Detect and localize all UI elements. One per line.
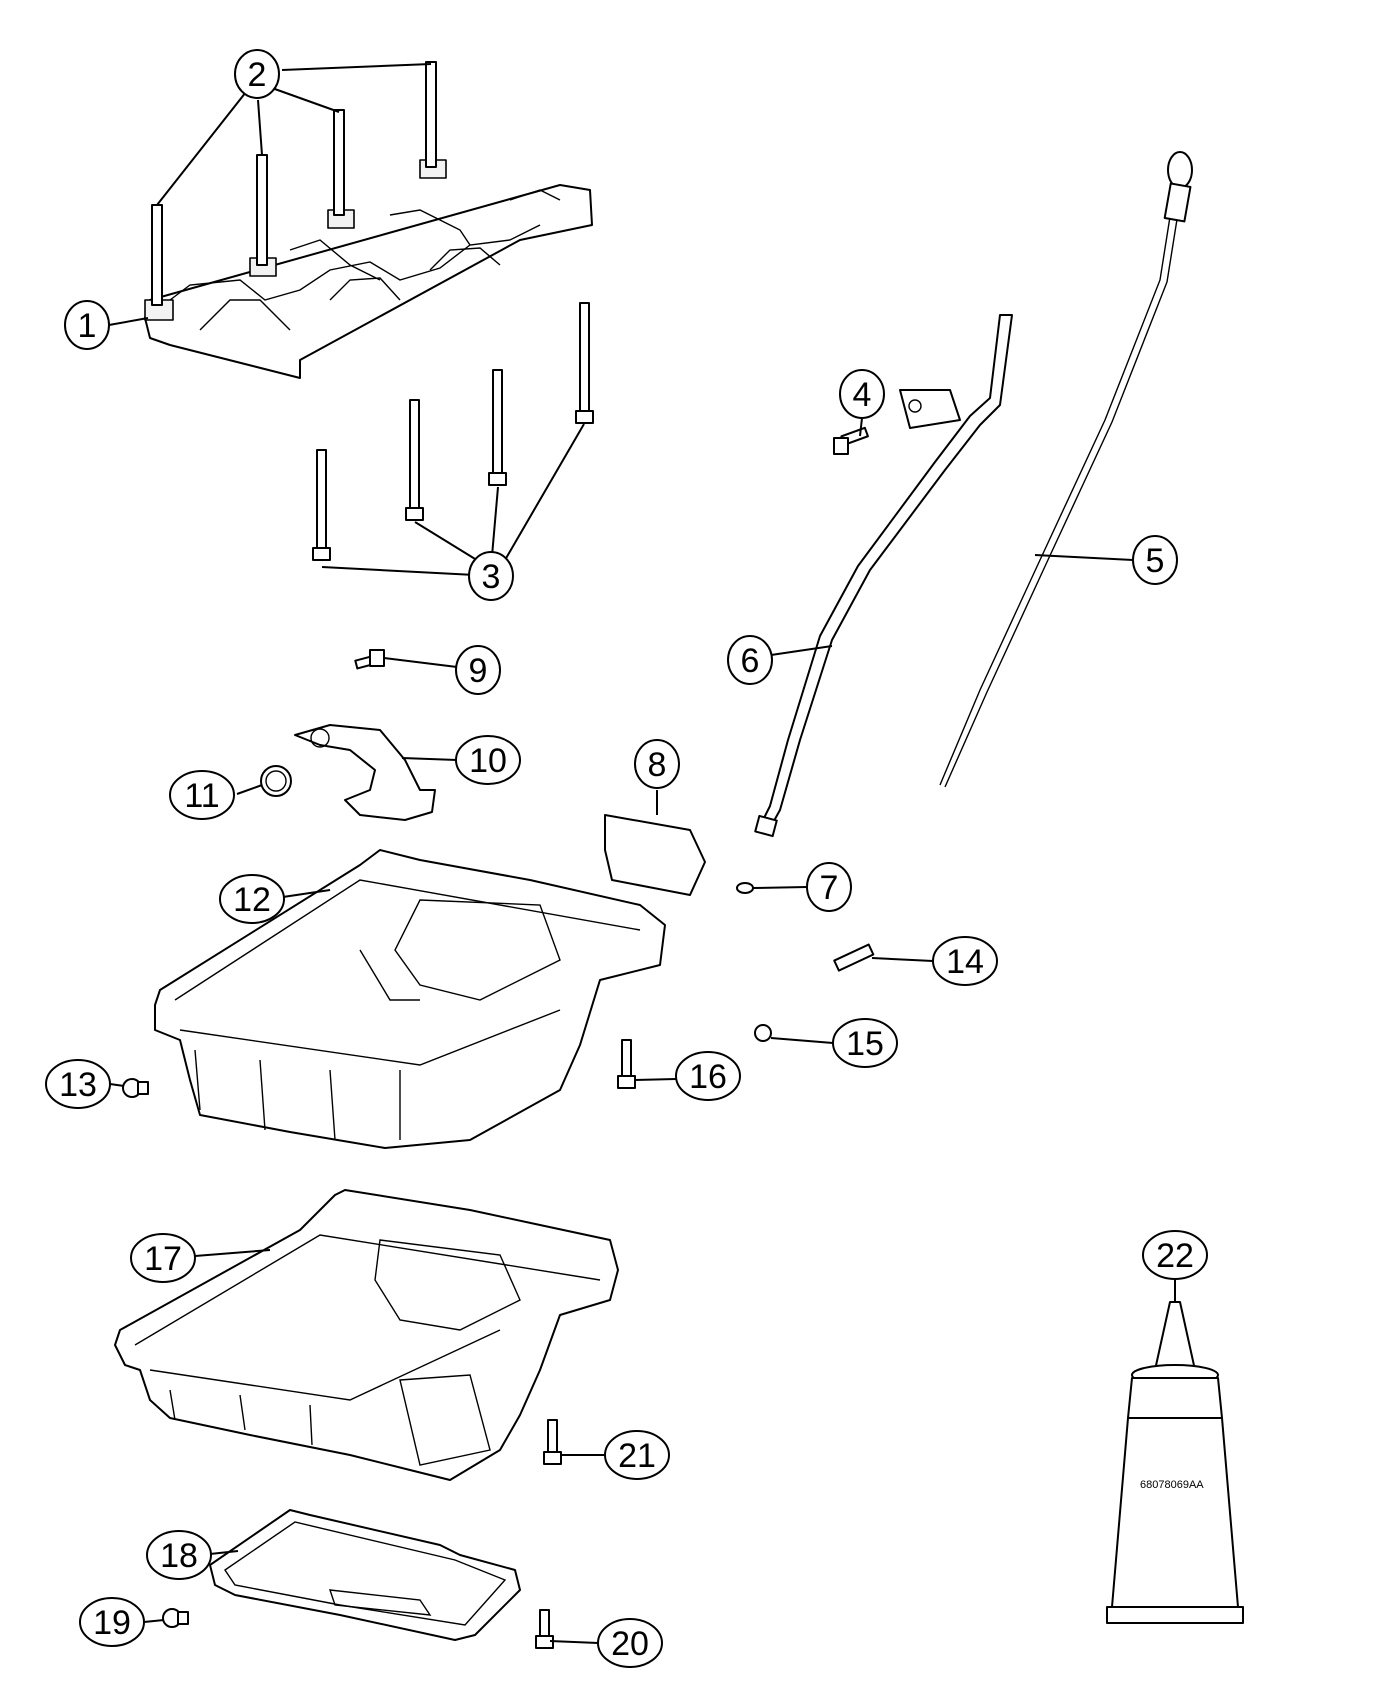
svg-text:7: 7	[820, 869, 839, 907]
svg-text:18: 18	[160, 1537, 198, 1575]
stud-16	[617, 1039, 636, 1089]
svg-text:6: 6	[741, 642, 760, 680]
svg-text:3: 3	[482, 558, 501, 596]
callout-7: 7	[806, 862, 852, 912]
svg-text:21: 21	[618, 1437, 656, 1475]
svg-text:1: 1	[78, 307, 97, 345]
callout-8: 8	[634, 739, 680, 789]
callout-5: 5	[1132, 535, 1178, 585]
cover-plate-8	[604, 814, 706, 896]
callout-6: 6	[727, 635, 773, 685]
stud-2c	[333, 109, 345, 216]
leader-lines	[108, 63, 1176, 1644]
callout-4: 4	[839, 369, 885, 419]
drain-plug-13	[122, 1078, 149, 1098]
callout-18: 18	[146, 1530, 212, 1580]
stud-2b	[256, 154, 268, 266]
svg-text:19: 19	[93, 1604, 131, 1642]
bolt-21	[543, 1419, 562, 1465]
svg-text:15: 15	[846, 1025, 884, 1063]
dipstick-5	[939, 151, 1193, 788]
nut-15	[754, 1024, 772, 1042]
bedplate-part	[144, 61, 593, 379]
callout-12: 12	[219, 874, 285, 924]
o-ring-7	[736, 882, 754, 894]
callout-17: 17	[130, 1233, 196, 1283]
callout-21: 21	[604, 1430, 670, 1480]
callout-1: 1	[64, 300, 110, 350]
oil-pan-assembly-17	[114, 1189, 619, 1481]
svg-text:11: 11	[184, 777, 219, 815]
bolt-9	[354, 649, 385, 670]
svg-text:17: 17	[144, 1240, 182, 1278]
svg-text:2: 2	[248, 56, 267, 94]
svg-text:16: 16	[689, 1058, 727, 1096]
drain-plug-19	[162, 1608, 189, 1628]
callout-15: 15	[832, 1018, 898, 1068]
svg-text:8: 8	[648, 746, 667, 784]
bolts-3	[312, 302, 594, 561]
stud-2a	[151, 204, 163, 306]
svg-text:20: 20	[611, 1625, 649, 1663]
stud-2d	[425, 61, 437, 168]
tube-part-number: 68078069AA	[1140, 1479, 1204, 1491]
callout-13: 13	[45, 1059, 111, 1109]
svg-text:12: 12	[233, 881, 271, 919]
callout-14: 14	[932, 936, 998, 986]
upper-oil-pan-12	[154, 849, 666, 1149]
svg-text:22: 22	[1156, 1237, 1194, 1275]
callout-10: 10	[455, 735, 521, 785]
callout-20: 20	[597, 1618, 663, 1668]
dipstick-tube-6	[754, 314, 1013, 838]
svg-text:13: 13	[59, 1066, 97, 1104]
callout-3: 3	[468, 551, 514, 601]
svg-text:9: 9	[469, 652, 488, 690]
callout-9: 9	[455, 645, 501, 695]
svg-text:14: 14	[946, 943, 984, 981]
dowel-14	[833, 943, 875, 972]
sealant-tube-22: 68078069AA	[1106, 1301, 1244, 1624]
svg-text:5: 5	[1146, 542, 1165, 580]
oil-pickup-10	[294, 724, 436, 821]
callout-16: 16	[675, 1051, 741, 1101]
lower-oil-pan-18	[209, 1509, 521, 1641]
callout-22: 22	[1142, 1230, 1208, 1280]
callout-19: 19	[79, 1597, 145, 1647]
callout-11: 11	[169, 770, 235, 820]
bolt-20	[535, 1609, 554, 1649]
svg-text:4: 4	[853, 376, 872, 414]
o-ring-11	[260, 765, 292, 797]
bolt-4	[833, 426, 869, 455]
svg-text:10: 10	[469, 742, 507, 780]
callout-2: 2	[234, 49, 280, 99]
